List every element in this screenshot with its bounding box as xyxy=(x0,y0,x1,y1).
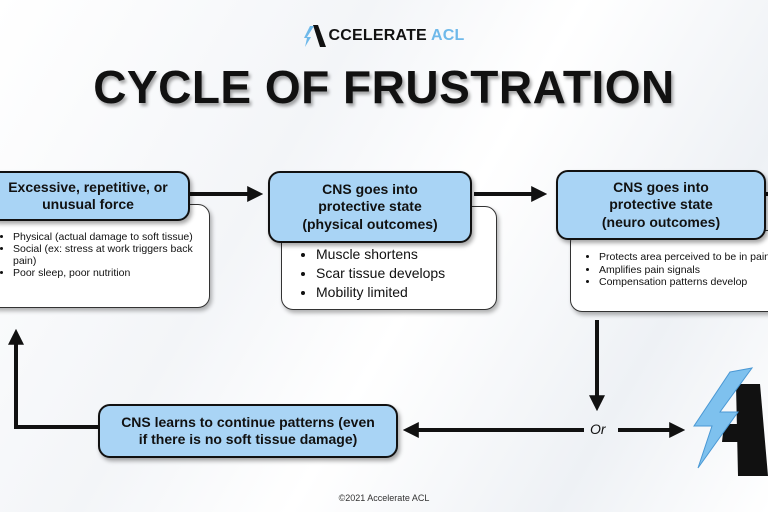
box1-details: Physical (actual damage to soft tissue) … xyxy=(0,204,210,308)
or-label: Or xyxy=(590,421,606,437)
box4-heading-line2: if there is no soft tissue damage) xyxy=(138,431,358,447)
box3-item: Compensation patterns develop xyxy=(599,276,768,289)
box1-heading-line1: Excessive, repetitive, or xyxy=(8,178,168,195)
box3-details: Protects area perceived to be in pain Am… xyxy=(570,230,768,312)
accelerate-logo-mark-icon xyxy=(693,367,768,476)
box3-heading-line1: CNS goes into xyxy=(613,178,709,195)
box1-list: Physical (actual damage to soft tissue) … xyxy=(0,231,203,279)
footer-copyright: ©2021 Accelerate ACL xyxy=(338,493,430,503)
box2-heading-line1: CNS goes into xyxy=(322,180,418,197)
logo-text: CCELERATE ACL xyxy=(329,27,465,45)
box3-heading-line2: protective state xyxy=(609,196,713,213)
box3-item: Amplifies pain signals xyxy=(599,264,768,277)
logo-text-accent: ACL xyxy=(430,27,465,44)
box2-item: Scar tissue develops xyxy=(316,264,490,283)
box3-list: Protects area perceived to be in pain Am… xyxy=(583,251,768,289)
box1-item: Social (ex: stress at work triggers back… xyxy=(13,243,203,267)
box3-heading-line3: (neuro outcomes) xyxy=(601,213,721,230)
box2-item: Mobility limited xyxy=(316,283,490,302)
logo-text-main: CCELERATE xyxy=(328,27,427,44)
box2-item: Muscle shortens xyxy=(316,245,490,264)
box4-heading-line1: CNS learns to continue patterns (even xyxy=(121,413,375,430)
box3-item: Protects area perceived to be in pain xyxy=(599,251,768,264)
box1-item: Physical (actual damage to soft tissue) xyxy=(13,231,203,243)
box2-heading-line3: (physical outcomes) xyxy=(302,215,438,232)
page-title: CYCLE OF FRUSTRATION xyxy=(93,61,675,113)
box2-list: Muscle shortens Scar tissue develops Mob… xyxy=(300,245,490,302)
box1-heading-line2: unusual force xyxy=(42,196,134,212)
arrow-loop-back xyxy=(8,328,100,429)
box2-heading-line2: protective state xyxy=(318,198,422,215)
box1-item: Poor sleep, poor nutrition xyxy=(13,267,203,279)
accelerate-a-icon xyxy=(303,25,326,47)
brand-logo: CCELERATE ACL xyxy=(0,24,768,54)
